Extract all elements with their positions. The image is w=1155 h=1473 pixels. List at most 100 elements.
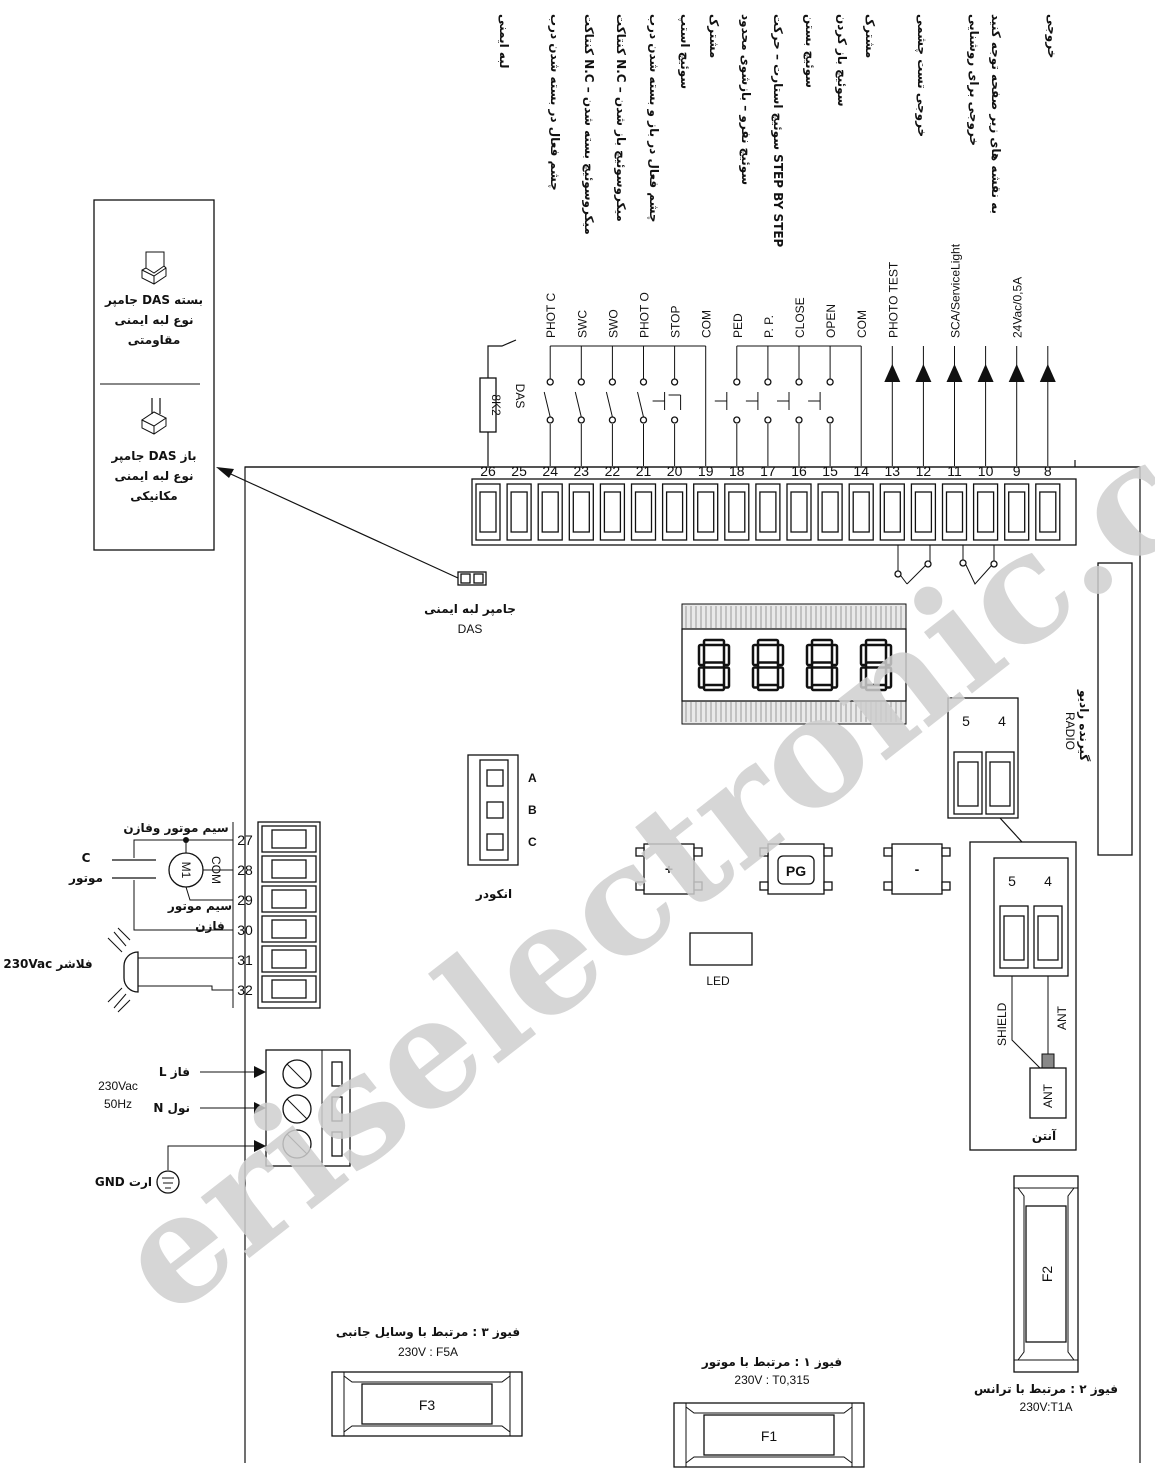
led-indicator: LED (689, 932, 753, 988)
digit-segment (805, 643, 814, 667)
terminal-screw-11 (945, 491, 964, 533)
motor-terminal-number-28: 28 (237, 862, 253, 878)
switch-contact-bottom-16 (795, 416, 803, 424)
terminal-number-18: 18 (729, 463, 745, 479)
terminal-name-23: SWC (575, 310, 589, 338)
power-gnd: GND ارت (95, 1175, 152, 1189)
terminal-name-22: SWO (606, 309, 620, 338)
switch-gap-22 (607, 380, 618, 424)
power-voltage: 230Vac (98, 1079, 138, 1093)
terminal-desc-22: کنتاکت N.C – میکروسوئیچ باز شدن (613, 14, 628, 222)
legend-open-line1: جامپر DAS باز (110, 449, 196, 463)
terminal-desc-10b: به نقشه های زیر صفحه توجه کنید (988, 14, 1003, 214)
output-arrows (884, 346, 1056, 466)
das-label: DAS (513, 384, 527, 409)
terminal-name-20: STOP (669, 306, 683, 338)
fuse-f3-body: F3 (331, 1371, 523, 1437)
digit-segment (884, 643, 893, 667)
terminal-name-15: OPEN (824, 304, 838, 338)
switch-contact-bottom-23 (577, 416, 585, 424)
terminal-name-18: PED (731, 313, 745, 338)
output-arrow-12 (915, 364, 932, 382)
terminal-screw-23 (572, 491, 590, 533)
switch-contact-top-17 (764, 378, 772, 386)
minus-button[interactable]: - (883, 843, 951, 895)
terminal-screw-24 (541, 491, 559, 533)
digit-segment (702, 661, 726, 669)
switch-contact-top-24 (546, 378, 554, 386)
motor-terminal-screw-27 (271, 829, 307, 849)
digit-segment (805, 666, 814, 689)
digit-segment (864, 638, 888, 647)
switch-lever-22 (605, 391, 613, 418)
jumper-open-icon (141, 398, 167, 435)
terminal-number-14: 14 (853, 463, 869, 479)
terminal-number-25: 25 (511, 463, 527, 479)
shield-label: SHIELD (995, 1002, 1009, 1046)
terminal-number-8: 8 (1044, 463, 1052, 479)
switch-gap-18 (731, 380, 742, 424)
switch-contact-bottom-22 (608, 416, 617, 424)
output-arrow-10 (977, 364, 994, 382)
terminal-screw-12 (914, 491, 933, 533)
switch-gap-21 (638, 380, 649, 424)
terminal-screw-10 (976, 491, 995, 533)
terminal-name-24: PHOT C (544, 293, 558, 338)
switch-gap-16 (794, 380, 804, 424)
terminal-desc-12: خروجی تست چشمی (914, 14, 929, 137)
motor-bottom-wire-2: فازن (195, 919, 225, 933)
terminal-number-10: 10 (978, 463, 994, 479)
motor-wiring: سیم موتور وفازن C موتور M1 COM سیم موتور… (68, 821, 233, 933)
terminal-switches (543, 378, 836, 424)
digit-segment (776, 666, 785, 689)
plus-button[interactable]: + (635, 843, 703, 895)
motor-com: COM (209, 856, 223, 884)
motor-terminal-screw-28 (271, 859, 307, 879)
motor-terminal-screw-31 (271, 949, 307, 969)
motor-terminal-screw-30 (271, 919, 307, 939)
switch-gap-24 (545, 380, 556, 424)
motor-terminal-number-27: 27 (237, 832, 253, 848)
terminal-screw-22 (603, 491, 622, 533)
svg-text:LED: LED (706, 974, 730, 988)
seven-segment-display (681, 603, 907, 725)
digit-segment (756, 661, 780, 669)
encoder-pin-a: A (528, 771, 537, 785)
radio-pin-5: 5 (962, 713, 970, 729)
terminal-desc-20: سوئیچ استپ (677, 14, 692, 89)
terminal-screw-25 (510, 491, 528, 533)
digit-segment (697, 643, 706, 667)
digit-segment (810, 638, 834, 647)
radio-label-en: RADIO (1063, 712, 1077, 750)
motor-terminal-number-30: 30 (237, 922, 253, 938)
switch-contact-top-15 (826, 378, 834, 386)
das-jumper-label-en: DAS (458, 622, 483, 636)
motor-terminal-number-32: 32 (237, 982, 253, 998)
terminal-number-13: 13 (885, 463, 901, 479)
switch-contact-bottom-24 (546, 416, 554, 424)
power-frequency: 50Hz (104, 1097, 132, 1111)
digit-segment (830, 666, 839, 689)
fuse-f1-desc: فیوز ۱ : مرتبط با موتور (701, 1355, 842, 1370)
flasher-lamp: 230Vac فلاشر (3, 927, 233, 1013)
fuse-f2-body: F2 (1013, 1175, 1079, 1373)
terminal-screw-20 (665, 491, 684, 533)
motor-bottom-wire-1: سیم موتور (167, 899, 232, 914)
capacitor-letter: C (82, 851, 91, 865)
svg-text:F1: F1 (761, 1428, 778, 1444)
pg-button[interactable]: PG (759, 843, 833, 895)
module-pin-4: 4 (1044, 873, 1052, 889)
legend-closed-line2: نوع لبه ایمنی (115, 313, 194, 328)
terminal-number-16: 16 (791, 463, 807, 479)
das-jumper: جامپر لبه ایمنی DAS (216, 467, 516, 636)
capacitor-label: موتور (68, 871, 103, 886)
switch-contact-top-23 (577, 378, 585, 386)
terminal-screw-16 (790, 491, 808, 533)
terminal-name-14: COM (855, 310, 869, 338)
terminal-desc-18: سوئیچ نفرو – بازشوی محدود (738, 14, 753, 185)
terminal-number-26: 26 (480, 463, 496, 479)
terminal-screw-17 (759, 491, 777, 533)
terminal-name-9: 24Vac/0,5A (1011, 277, 1025, 338)
output-arrow-8 (1039, 364, 1056, 382)
terminal-number-17: 17 (760, 463, 776, 479)
